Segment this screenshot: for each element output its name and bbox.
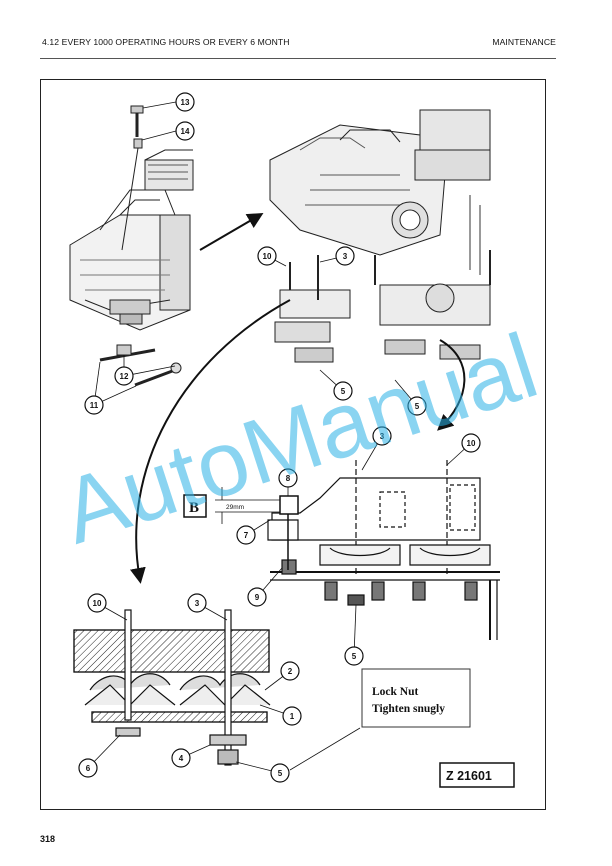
callout-10-bottom: 10 — [93, 599, 102, 608]
page-number: 318 — [40, 834, 56, 844]
callout-11: 11 — [90, 401, 99, 410]
callout-14: 14 — [181, 127, 190, 136]
section-title: 4.12 EVERY 1000 OPERATING HOURS OR EVERY… — [42, 37, 290, 47]
callout-9: 9 — [255, 593, 260, 602]
callout-3-bottom: 3 — [195, 599, 200, 608]
dimension-letter: B — [189, 500, 199, 516]
reference-id: Z 21601 — [446, 769, 492, 783]
callout-circles — [78, 92, 481, 783]
callout-5-b: 5 — [415, 402, 420, 411]
callout-labels: 13 14 10 3 12 11 5 5 3 10 8 7 9 5 10 3 2… — [86, 98, 476, 778]
header-rule — [40, 58, 556, 59]
callout-5-d: 5 — [278, 769, 283, 778]
callout-13: 13 — [181, 98, 190, 107]
mount-side-view — [215, 460, 500, 640]
dimension-value: 29mm — [226, 504, 244, 511]
callout-2: 2 — [288, 667, 293, 676]
figure-frame — [40, 79, 546, 810]
mount-cross-section — [73, 609, 271, 766]
callout-6: 6 — [86, 764, 91, 773]
callout-10-top: 10 — [263, 252, 272, 261]
callout-8: 8 — [286, 474, 291, 483]
reference-box — [439, 762, 515, 788]
callout-5-a: 5 — [341, 387, 346, 396]
callout-12: 12 — [120, 372, 129, 381]
callout-3-top: 3 — [343, 252, 348, 261]
callout-4: 4 — [179, 754, 184, 763]
dimension-b-box — [183, 494, 207, 518]
engine-exploded-view — [269, 109, 491, 363]
note-line-1: Lock Nut — [372, 686, 418, 698]
callout-10-mid: 10 — [467, 439, 476, 448]
callout-5-c: 5 — [352, 652, 357, 661]
callout-7: 7 — [244, 531, 249, 540]
callout-3-mid: 3 — [380, 432, 385, 441]
note-line-2: Tighten snugly — [372, 703, 445, 715]
mount-detail-top-left — [69, 105, 194, 387]
callout-1: 1 — [290, 712, 295, 721]
chapter-title: MAINTENANCE — [492, 37, 556, 47]
note-box — [361, 668, 471, 728]
